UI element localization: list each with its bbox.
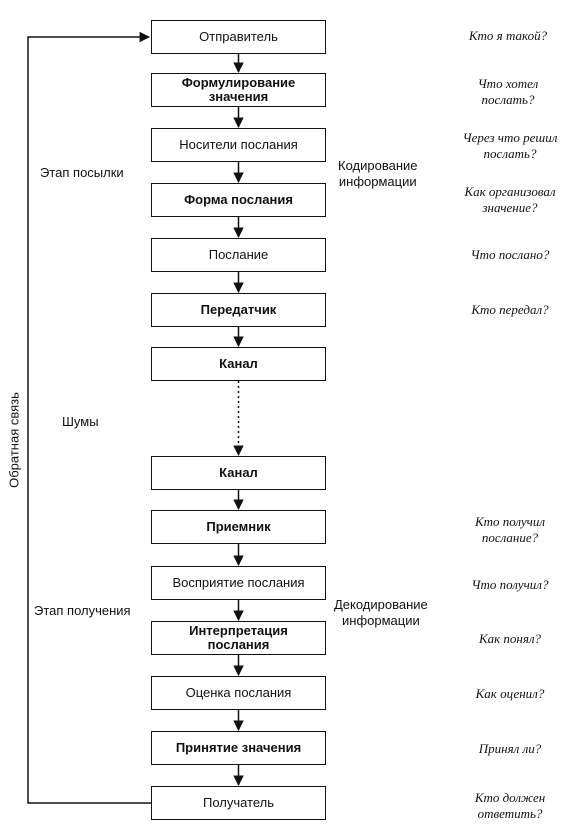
box-0: Отправитель	[151, 20, 326, 54]
question-0: Кто я такой?	[468, 28, 548, 43]
box-2: Носители послания	[151, 128, 326, 162]
box-13: Получатель	[151, 786, 326, 820]
question-1: Что хотел послать?	[477, 76, 539, 107]
box-1: Формулирование значения	[151, 73, 326, 107]
question-6: Кто получил послание?	[474, 514, 546, 545]
question-8: Как понял?	[478, 631, 542, 646]
question-10: Принял ли?	[478, 741, 542, 756]
box-12: Принятие значения	[151, 731, 326, 765]
send-stage-label: Этап посылки	[40, 165, 124, 180]
feedback-loop-line	[27, 31, 151, 804]
box-5: Передатчик	[151, 293, 326, 327]
box-6: Канал	[151, 347, 326, 381]
box-4: Послание	[151, 238, 326, 272]
question-7: Что получил?	[471, 577, 549, 592]
box-9: Восприятие послания	[151, 566, 326, 600]
question-4: Что послано?	[470, 247, 550, 262]
noise-label: Шумы	[62, 414, 99, 429]
question-2: Через что решил послать?	[462, 130, 558, 161]
question-11: Кто должен ответить?	[474, 790, 546, 821]
box-11: Оценка послания	[151, 676, 326, 710]
question-5: Кто передал?	[471, 302, 549, 317]
question-9: Как оценил?	[475, 686, 545, 701]
box-8: Приемник	[151, 510, 326, 544]
box-7: Канал	[151, 456, 326, 490]
receive-stage-label: Этап получения	[34, 603, 131, 618]
feedback-label: Обратная связь	[6, 392, 22, 488]
question-3: Как организовал значение?	[464, 184, 556, 215]
box-10: Интерпретация послания	[151, 621, 326, 655]
encoding-label: Кодирование информации	[338, 158, 418, 189]
box-3: Форма послания	[151, 183, 326, 217]
decoding-label: Декодирование информации	[334, 597, 428, 628]
